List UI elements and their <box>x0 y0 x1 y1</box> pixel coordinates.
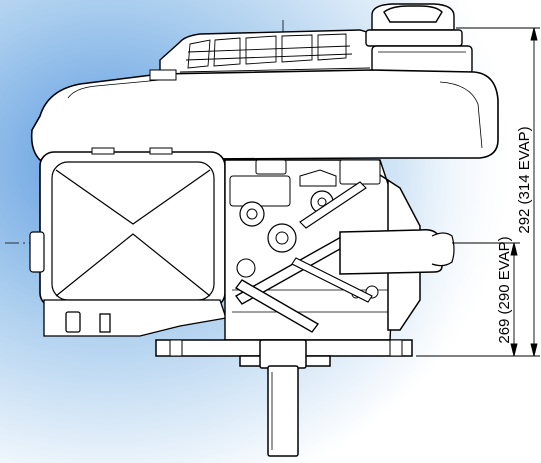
muffler <box>339 174 455 331</box>
air-cleaner <box>29 147 226 308</box>
engine-shroud <box>30 69 499 161</box>
fan-cover <box>159 29 381 83</box>
air-cleaner-mount <box>43 299 227 337</box>
throttle-linkage <box>234 181 373 333</box>
shaft-height-label: 269 (290 EVAP) <box>496 236 513 343</box>
dimension-lines <box>416 27 540 357</box>
crankshaft <box>259 339 307 457</box>
overall-height-label: 292 (314 EVAP) <box>516 126 533 233</box>
